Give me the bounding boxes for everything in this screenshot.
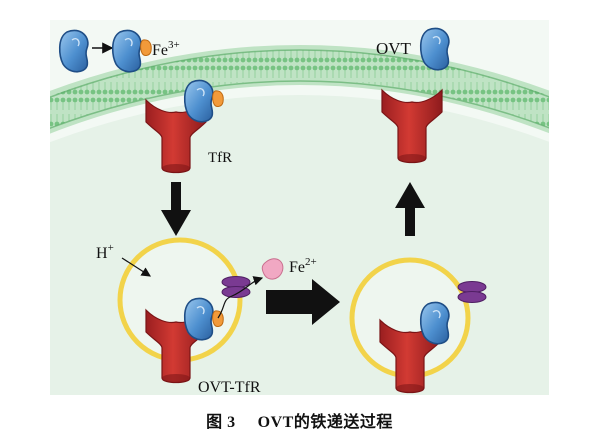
iron-lobe-icon [212, 90, 224, 107]
iron-lobe-icon [140, 39, 152, 56]
fe2-label: Fe2+ [289, 256, 317, 276]
recycling-arrow [395, 182, 425, 236]
h-plus-label: H+ [96, 242, 114, 262]
ovt-label: OVT [376, 39, 412, 58]
ovt-tfr-label: OVT-TfR [198, 379, 261, 396]
ovt-bound-icon [183, 79, 214, 123]
tfr-label: TfR [208, 150, 232, 166]
endocytosis-arrow [161, 182, 191, 236]
diagram-canvas: Fe3+ OVT TfR H+ OVT-TfR Fe2+ [50, 20, 549, 396]
diagram-panel [50, 20, 549, 395]
transition-arrow [266, 279, 340, 325]
figure-caption: 图 3 OVT的铁递送过程 [0, 408, 599, 432]
iron-lobe-icon [212, 310, 224, 327]
ovt-apo-icon [58, 29, 89, 73]
figure-title: OVT的铁递送过程 [257, 414, 393, 431]
fe3-label: Fe3+ [152, 39, 180, 59]
fe2-ion-icon [261, 258, 284, 280]
ovt-holo-icon [111, 29, 142, 73]
figure-number: 图 3 [206, 414, 236, 431]
ovt-released-icon [419, 27, 450, 71]
iron-release-path [217, 276, 264, 319]
ovt-apo-endosome-icon [419, 301, 450, 345]
ovt-endosome-icon [183, 297, 214, 341]
proton-arrow [121, 257, 152, 277]
